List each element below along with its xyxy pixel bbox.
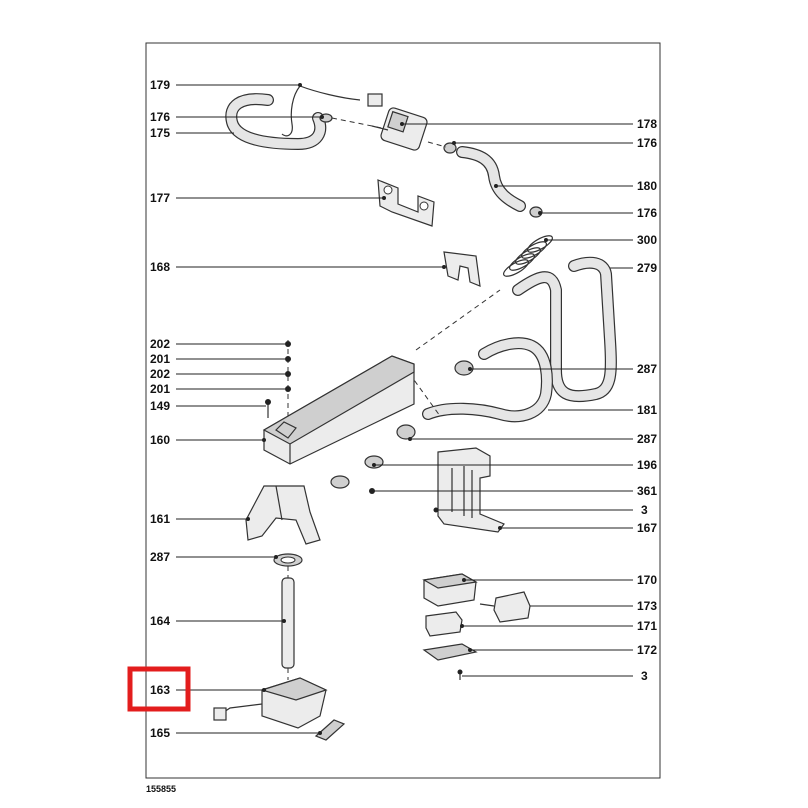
diagram-frame	[145, 42, 661, 779]
callout-300: 300	[637, 233, 657, 247]
drawing-number: 155855	[146, 784, 176, 794]
callout-287: 287	[150, 550, 170, 564]
callout-172: 172	[637, 643, 657, 657]
callout-149: 149	[150, 399, 170, 413]
callout-202: 202	[150, 337, 170, 351]
callout-279: 279	[637, 261, 657, 275]
callout-176: 176	[150, 110, 170, 124]
leader-lines	[176, 83, 633, 735]
callout-165: 165	[150, 726, 170, 740]
callout-170: 170	[637, 573, 657, 587]
callout-3: 3	[641, 669, 648, 683]
callout-176: 176	[637, 206, 657, 220]
highlight-box-163	[127, 666, 191, 712]
callout-167: 167	[637, 521, 657, 535]
callout-168: 168	[150, 260, 170, 274]
callout-176: 176	[637, 136, 657, 150]
callout-173: 173	[637, 599, 657, 613]
callout-163: 163	[150, 683, 170, 697]
callout-201: 201	[150, 382, 170, 396]
callout-179: 179	[150, 78, 170, 92]
callout-196: 196	[637, 458, 657, 472]
callout-160: 160	[150, 433, 170, 447]
callout-177: 177	[150, 191, 170, 205]
callout-287: 287	[637, 432, 657, 446]
parts-drawing	[213, 85, 617, 741]
callout-3: 3	[641, 503, 648, 517]
callout-161: 161	[150, 512, 170, 526]
callout-181: 181	[637, 403, 657, 417]
callout-201: 201	[150, 352, 170, 366]
callout-202: 202	[150, 367, 170, 381]
callout-175: 175	[150, 126, 170, 140]
callout-labels: 179 176 175 178 176 180 177 176 300 168 …	[150, 78, 657, 740]
callout-178: 178	[637, 117, 657, 131]
callout-171: 171	[637, 619, 657, 633]
callout-361: 361	[637, 484, 657, 498]
callout-287: 287	[637, 362, 657, 376]
callout-164: 164	[150, 614, 170, 628]
callout-180: 180	[637, 179, 657, 193]
